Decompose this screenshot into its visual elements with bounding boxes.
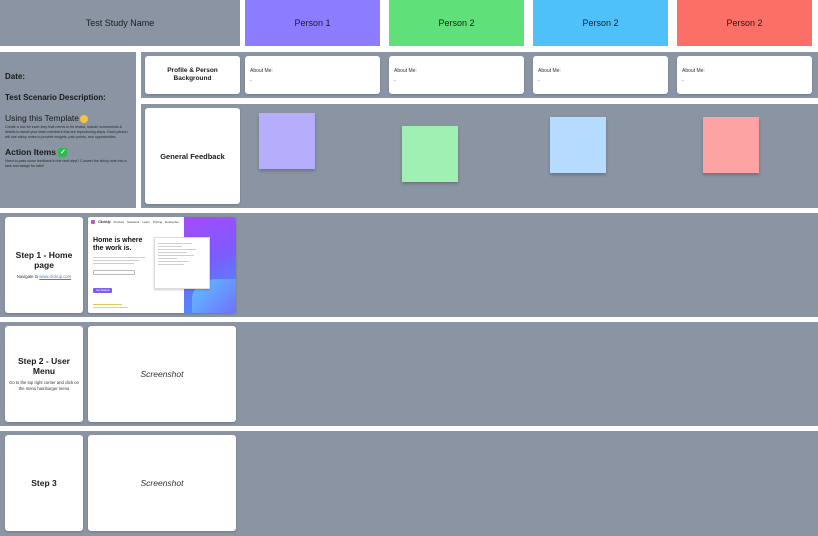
- sticky-note-person-1[interactable]: [259, 113, 315, 169]
- step-3-screenshot-label: Screenshot: [140, 478, 184, 488]
- person-1-header[interactable]: Person 1: [245, 0, 380, 46]
- template-title: Using this Template: [5, 113, 80, 123]
- about-value: -: [682, 78, 684, 84]
- study-name: Test Study Name: [85, 18, 155, 28]
- mock-brand: ClickUp: [98, 220, 111, 224]
- about-value: -: [538, 78, 540, 84]
- smile-emoji-icon: [80, 114, 89, 123]
- action-title: Action Items: [5, 147, 57, 157]
- template-heading: Using this Template: [5, 113, 131, 123]
- template-note: Create a row for each step that needs to…: [5, 125, 128, 139]
- step-2-screenshot[interactable]: Screenshot: [88, 326, 236, 422]
- date-label: Date:: [5, 72, 26, 81]
- clickup-logo-icon: [91, 220, 95, 224]
- mock-cta-button: Get Started: [93, 288, 113, 293]
- checkmark-icon: ✓: [58, 148, 68, 158]
- person-3-label: Person 2: [582, 18, 619, 28]
- about-value: -: [250, 78, 252, 84]
- mock-nav-item: Product: [113, 220, 124, 224]
- step-2-title: Step 2 - User Menu: [18, 356, 70, 376]
- about-card-person-4[interactable]: About Me: -: [677, 56, 812, 94]
- mock-nav-item: Pricing: [153, 220, 163, 224]
- study-name-header[interactable]: Test Study Name: [0, 0, 240, 46]
- step-1-subtitle: Navigate to www.clickup.com: [17, 274, 71, 280]
- person-2-header[interactable]: Person 2: [389, 0, 524, 46]
- mock-nav-item: Learn: [142, 220, 150, 224]
- person-4-header[interactable]: Person 2: [677, 0, 812, 46]
- person-4-label: Person 2: [726, 18, 763, 28]
- mock-hero-text: Home is where the work is. Get Started: [93, 237, 151, 308]
- profile-title-card[interactable]: Profile & Person Background: [145, 56, 240, 94]
- scenario-label: Test Scenario Description:: [5, 93, 106, 102]
- person-1-label: Person 1: [294, 18, 331, 28]
- mock-nav-item: Enterprise: [165, 220, 179, 224]
- step-1-screenshot[interactable]: ClickUp Product Solutions Learn Pricing …: [88, 217, 236, 313]
- about-label: About Me:: [538, 68, 561, 74]
- person-2-label: Person 2: [438, 18, 475, 28]
- about-value: -: [394, 78, 396, 84]
- step-3-card[interactable]: Step 3: [5, 435, 83, 531]
- step-3-screenshot[interactable]: Screenshot: [88, 435, 236, 531]
- person-3-header[interactable]: Person 2: [533, 0, 668, 46]
- about-label: About Me:: [394, 68, 417, 74]
- about-label: About Me:: [682, 68, 705, 74]
- about-card-person-3[interactable]: About Me: -: [533, 56, 668, 94]
- about-card-person-2[interactable]: About Me: -: [389, 56, 524, 94]
- step-3-title: Step 3: [31, 478, 57, 488]
- mock-nav-item: Solutions: [126, 220, 140, 224]
- sticky-note-person-4[interactable]: [703, 117, 759, 173]
- about-label: About Me:: [250, 68, 273, 74]
- sticky-note-person-3[interactable]: [550, 117, 606, 173]
- action-heading: Action Items ✓: [5, 147, 131, 158]
- step-2-card[interactable]: Step 2 - User Menu Go to the top right c…: [5, 326, 83, 422]
- mock-dashboard: [154, 237, 210, 289]
- mock-headline: Home is where the work is.: [93, 237, 143, 252]
- clickup-link[interactable]: www.clickup.com: [39, 274, 72, 279]
- step-1-card[interactable]: Step 1 - Home page Navigate to www.click…: [5, 217, 83, 313]
- general-feedback-title: General Feedback: [160, 151, 225, 161]
- step-1-subtitle-prefix: Navigate to: [16, 274, 39, 279]
- instructions-panel: Date: Test Scenario Description: Using t…: [0, 52, 136, 208]
- step-1-title: Step 1 - Home page: [15, 250, 73, 270]
- step-2-subtitle: Go to the top right corner and click on …: [9, 380, 79, 391]
- action-note: Need to pass some feedback to the next s…: [5, 159, 127, 169]
- profile-title: Profile & Person Background: [167, 67, 218, 82]
- sticky-note-person-2[interactable]: [402, 126, 458, 182]
- mock-nav-bar: ClickUp Product Solutions Learn Pricing …: [88, 217, 236, 227]
- about-card-person-1[interactable]: About Me: -: [245, 56, 380, 94]
- general-feedback-card[interactable]: General Feedback: [145, 108, 240, 204]
- step-2-screenshot-label: Screenshot: [140, 369, 184, 379]
